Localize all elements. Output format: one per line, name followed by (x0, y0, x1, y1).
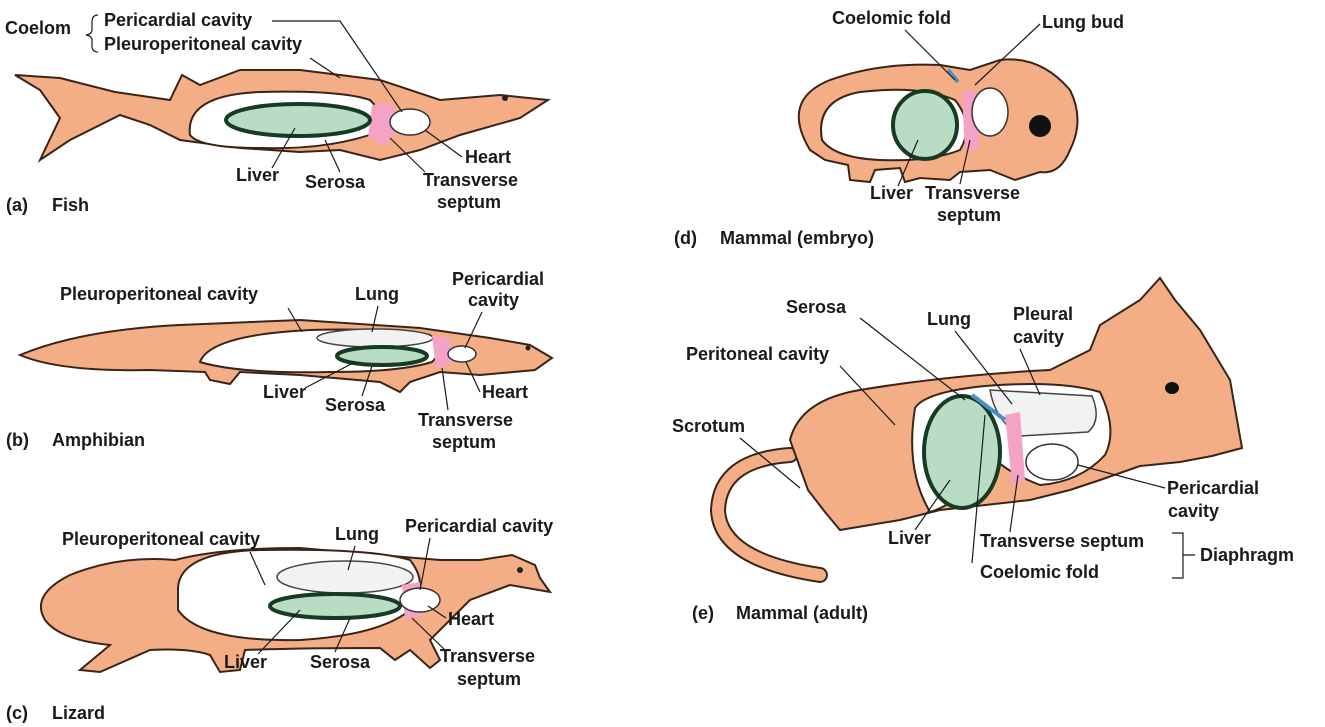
label-coelomic-fold-e: Coelomic fold (980, 562, 1099, 582)
label-transverse-b-2: septum (432, 432, 496, 452)
caption-letter-e: (e) (692, 603, 714, 623)
coelom-brace (86, 15, 98, 52)
label-transverse-1: Transverse (423, 170, 518, 190)
label-transverse-b-1: Transverse (418, 410, 513, 430)
label-transverse-d-1: Transverse (925, 183, 1020, 203)
label-coelom: Coelom (5, 18, 71, 38)
lizard-lung (277, 561, 413, 593)
label-lung-e: Lung (927, 309, 971, 329)
label-pleuroperitoneal-cavity-c: Pleuroperitoneal cavity (62, 529, 260, 549)
label-heart: Heart (465, 147, 511, 167)
caption-letter-d: (d) (674, 228, 697, 248)
label-pericardial-b-2: cavity (468, 290, 519, 310)
panel-mammal-embryo: Coelomic fold Lung bud Liver Transverse … (674, 8, 1124, 248)
fish-eye (502, 95, 508, 101)
label-liver-b: Liver (263, 382, 306, 402)
label-pleuroperitoneal-cavity-b: Pleuroperitoneal cavity (60, 284, 258, 304)
label-lung-b: Lung (355, 284, 399, 304)
label-liver-e: Liver (888, 528, 931, 548)
diaphragm-bracket (1172, 533, 1195, 578)
amphibian-eye (526, 346, 531, 351)
label-liver-d: Liver (870, 183, 913, 203)
label-coelomic-fold-d: Coelomic fold (832, 8, 951, 28)
lizard-liver (270, 594, 400, 618)
adult-liver (924, 396, 1000, 508)
adult-heart (1026, 444, 1078, 480)
amphibian-heart (448, 346, 476, 362)
label-liver-c: Liver (224, 652, 267, 672)
label-heart-b: Heart (482, 382, 528, 402)
label-transverse-c-1: Transverse (440, 646, 535, 666)
amphibian-liver (337, 347, 427, 365)
label-pericardial-cavity-c: Pericardial cavity (405, 516, 553, 536)
panel-mammal-adult: Serosa Lung Pleural cavity Peritoneal ca… (672, 278, 1294, 623)
label-pericardial-cavity: Pericardial cavity (104, 10, 252, 30)
label-serosa-e: Serosa (786, 297, 847, 317)
fish-liver (226, 104, 370, 136)
label-transverse-c-2: septum (457, 669, 521, 689)
label-pleural-e-2: cavity (1013, 327, 1064, 347)
embryo-heart (972, 88, 1008, 136)
label-diaphragm: Diaphragm (1200, 545, 1294, 565)
panel-amphibian: Pleuroperitoneal cavity Lung Pericardial… (6, 269, 552, 452)
label-serosa-b: Serosa (325, 395, 386, 415)
label-pleural-e-1: Pleural (1013, 304, 1073, 324)
label-serosa-c: Serosa (310, 652, 371, 672)
caption-fish: Fish (52, 195, 89, 215)
label-heart-c: Heart (448, 609, 494, 629)
label-scrotum-e: Scrotum (672, 416, 745, 436)
label-pericardial-b-1: Pericardial (452, 269, 544, 289)
caption-letter-b: (b) (6, 430, 29, 450)
label-peritoneal-cavity-e: Peritoneal cavity (686, 344, 829, 364)
leader-transverse-b (442, 368, 448, 410)
caption-letter-c: (c) (6, 703, 28, 723)
caption-letter-a: (a) (6, 195, 28, 215)
caption-mammal-embryo: Mammal (embryo) (720, 228, 874, 248)
label-lung-c: Lung (335, 524, 379, 544)
lizard-eye (517, 567, 523, 573)
label-serosa: Serosa (305, 172, 366, 192)
label-pleuroperitoneal-cavity: Pleuroperitoneal cavity (104, 34, 302, 54)
label-pericardial-e-2: cavity (1168, 501, 1219, 521)
caption-lizard: Lizard (52, 703, 105, 723)
caption-amphibian: Amphibian (52, 430, 145, 450)
caption-mammal-adult: Mammal (adult) (736, 603, 868, 623)
lizard-heart (400, 588, 440, 612)
label-transverse-septum-e: Transverse septum (980, 531, 1144, 551)
label-pericardial-e-1: Pericardial (1167, 478, 1259, 498)
fish-heart (390, 109, 430, 135)
panel-fish: Coelom Pericardial cavity Pleuroperitone… (5, 10, 548, 215)
embryo-liver (893, 91, 957, 159)
label-transverse-2: septum (437, 192, 501, 212)
amphibian-lung (317, 329, 433, 347)
panel-lizard: Pleuroperitoneal cavity Lung Pericardial… (6, 516, 553, 723)
label-lung-bud: Lung bud (1042, 12, 1124, 32)
label-transverse-d-2: septum (937, 205, 1001, 225)
embryo-eye (1029, 115, 1051, 137)
adult-eye (1165, 382, 1179, 394)
